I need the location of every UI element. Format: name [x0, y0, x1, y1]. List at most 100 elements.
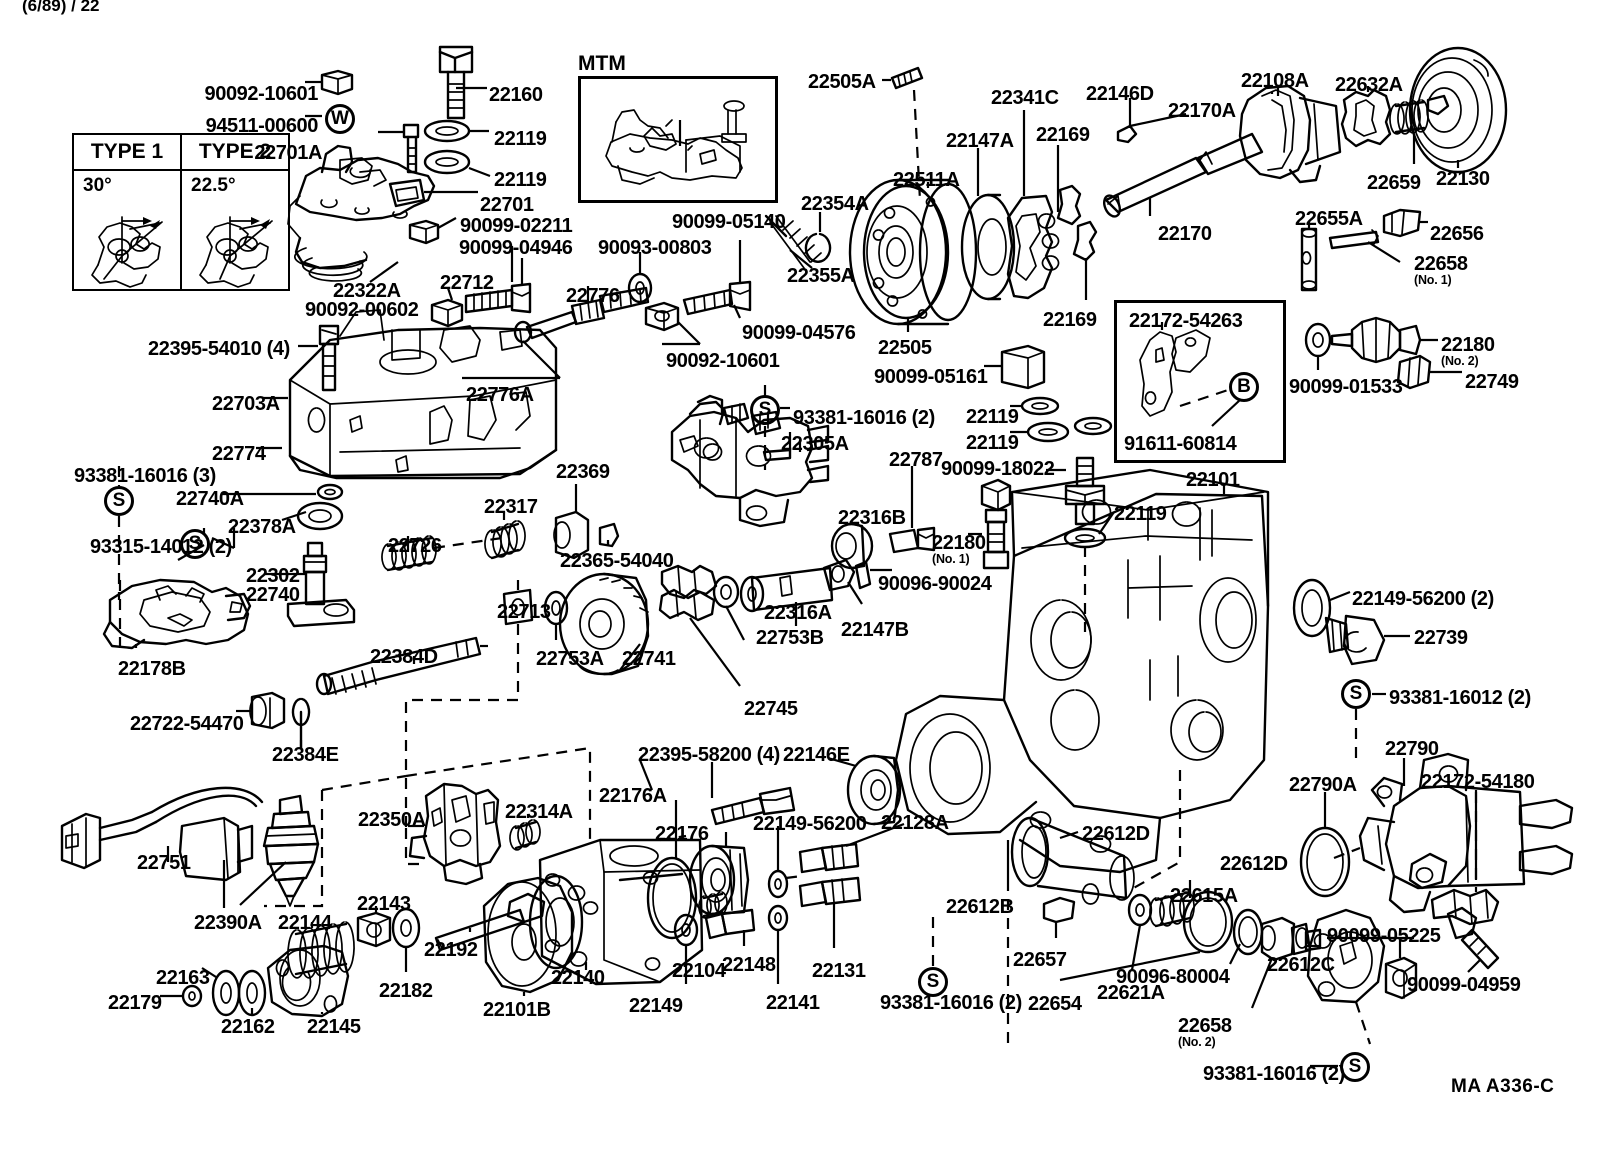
- part-callout-22172-54180[interactable]: 22172-54180: [1421, 772, 1535, 792]
- part-callout-22355a[interactable]: 22355A: [787, 266, 855, 286]
- part-callout-22302[interactable]: 22302: [246, 566, 300, 586]
- part-callout-22162[interactable]: 22162: [221, 1017, 275, 1037]
- part-callout-22726[interactable]: 22726: [388, 536, 442, 556]
- part-callout-22146e[interactable]: 22146E: [783, 745, 850, 765]
- part-callout-22751[interactable]: 22751: [137, 853, 191, 873]
- part-callout-22119[interactable]: 22119: [494, 170, 547, 190]
- part-callout-90092-10601[interactable]: 90092-10601: [205, 84, 319, 104]
- part-callout-22141[interactable]: 22141: [766, 993, 820, 1013]
- part-callout-22148[interactable]: 22148: [722, 955, 776, 975]
- part-callout-22169[interactable]: 22169: [1036, 125, 1090, 145]
- part-callout-22160[interactable]: 22160: [489, 85, 543, 105]
- part-callout-22395-54010-4-[interactable]: 22395-54010 (4): [148, 339, 290, 359]
- part-callout-22741[interactable]: 22741: [622, 649, 676, 669]
- part-callout-90096-90024[interactable]: 90096-90024: [878, 574, 992, 594]
- part-callout-22505[interactable]: 22505: [878, 338, 932, 358]
- part-callout-22192[interactable]: 22192: [424, 940, 478, 960]
- part-callout-22149-56200-2-[interactable]: 22149-56200 (2): [1352, 589, 1494, 609]
- part-callout-90092-00602[interactable]: 90092-00602: [305, 300, 419, 320]
- part-callout-22612d[interactable]: 22612D: [1082, 824, 1150, 844]
- part-callout-90099-02211[interactable]: 90099-02211: [460, 216, 573, 236]
- part-callout-22703a[interactable]: 22703A: [212, 394, 280, 414]
- part-callout-22130[interactable]: 22130: [1436, 169, 1490, 189]
- part-callout-22774[interactable]: 22774: [212, 444, 266, 464]
- part-callout-22776[interactable]: 22776: [566, 286, 620, 306]
- part-callout-22180[interactable]: 22180(No. 1): [932, 533, 986, 566]
- part-callout-22384d[interactable]: 22384D: [370, 647, 438, 667]
- part-callout-93381-16012-2-[interactable]: 93381-16012 (2): [1389, 688, 1531, 708]
- part-callout-22615a[interactable]: 22615A: [1170, 886, 1238, 906]
- part-callout-22180[interactable]: 22180(No. 2): [1441, 335, 1495, 368]
- part-callout-22655a[interactable]: 22655A: [1295, 209, 1363, 229]
- part-callout-22176[interactable]: 22176: [655, 824, 709, 844]
- part-callout-93381-16016-2-[interactable]: 93381-16016 (2): [793, 408, 935, 428]
- part-callout-93381-16016-2-[interactable]: 93381-16016 (2): [880, 993, 1022, 1013]
- part-callout-22176a[interactable]: 22176A: [599, 786, 667, 806]
- part-callout-22145[interactable]: 22145: [307, 1017, 361, 1037]
- part-callout-22657[interactable]: 22657: [1013, 950, 1067, 970]
- part-callout-22140[interactable]: 22140: [551, 968, 605, 988]
- part-callout-22701[interactable]: 22701: [480, 195, 534, 215]
- part-callout-22147a[interactable]: 22147A: [946, 131, 1014, 151]
- part-callout-22365-54040[interactable]: 22365-54040: [560, 551, 674, 571]
- part-callout-93381-16016-2-[interactable]: 93381-16016 (2): [1203, 1064, 1345, 1084]
- part-callout-22511a[interactable]: 22511A: [893, 170, 960, 190]
- part-callout-22119[interactable]: 22119: [1114, 504, 1167, 524]
- part-callout-22745[interactable]: 22745: [744, 699, 798, 719]
- part-callout-22143[interactable]: 22143: [357, 894, 411, 914]
- part-callout-22354a[interactable]: 22354A: [801, 194, 869, 214]
- part-callout-22316a[interactable]: 22316A: [764, 603, 832, 623]
- part-callout-90099-18022[interactable]: 90099-18022: [941, 459, 1055, 479]
- part-callout-22149-56200[interactable]: 22149-56200: [753, 814, 867, 834]
- part-callout-22101b[interactable]: 22101B: [483, 1000, 551, 1020]
- part-callout-90099-04946[interactable]: 90099-04946: [459, 238, 573, 258]
- part-callout-22701a[interactable]: 22701A: [254, 143, 322, 163]
- part-callout-22390a[interactable]: 22390A: [194, 913, 262, 933]
- part-callout-22659[interactable]: 22659: [1367, 173, 1421, 193]
- part-callout-22790[interactable]: 22790: [1385, 739, 1439, 759]
- part-callout-22316b[interactable]: 22316B: [838, 508, 906, 528]
- part-callout-22713[interactable]: 22713: [497, 602, 551, 622]
- part-callout-22787[interactable]: 22787: [889, 450, 943, 470]
- part-callout-22753a[interactable]: 22753A: [536, 649, 604, 669]
- part-callout-90099-05161[interactable]: 90099-05161: [874, 367, 988, 387]
- part-callout-22740[interactable]: 22740: [246, 585, 300, 605]
- s-marker-icon[interactable]: S: [1340, 1052, 1370, 1082]
- s-marker-icon[interactable]: S: [104, 486, 134, 516]
- part-callout-22119[interactable]: 22119: [966, 407, 1019, 427]
- part-callout-22739[interactable]: 22739: [1414, 628, 1468, 648]
- part-callout-22722-54470[interactable]: 22722-54470: [130, 714, 244, 734]
- part-callout-94511-00600[interactable]: 94511-00600: [206, 116, 319, 136]
- part-callout-22658[interactable]: 22658(No. 2): [1178, 1016, 1232, 1049]
- part-callout-22505a[interactable]: 22505A: [808, 72, 876, 92]
- part-callout-90099-05140[interactable]: 90099-05140: [672, 212, 786, 232]
- part-callout-22314a[interactable]: 22314A: [505, 802, 573, 822]
- w-marker-icon[interactable]: W: [325, 104, 355, 134]
- part-callout-22654[interactable]: 22654: [1028, 994, 1082, 1014]
- part-callout-22119[interactable]: 22119: [966, 433, 1019, 453]
- part-callout-90096-80004[interactable]: 90096-80004: [1116, 967, 1230, 987]
- part-callout-22147b[interactable]: 22147B: [841, 620, 909, 640]
- part-callout-22163[interactable]: 22163: [156, 968, 210, 988]
- part-callout-22178b[interactable]: 22178B: [118, 659, 186, 679]
- part-callout-22128a[interactable]: 22128A: [881, 813, 949, 833]
- part-callout-22170[interactable]: 22170: [1158, 224, 1212, 244]
- part-callout-90092-10601[interactable]: 90092-10601: [666, 351, 780, 371]
- part-callout-93381-16016-3-[interactable]: 93381-16016 (3): [74, 466, 216, 486]
- part-callout-22305a[interactable]: 22305A: [781, 434, 849, 454]
- s-marker-icon[interactable]: S: [918, 967, 948, 997]
- part-callout-22317[interactable]: 22317: [484, 497, 538, 517]
- part-callout-22131[interactable]: 22131: [812, 961, 866, 981]
- part-callout-22172-54263[interactable]: 22172-54263: [1129, 311, 1243, 331]
- part-callout-22182[interactable]: 22182: [379, 981, 433, 1001]
- part-callout-22369[interactable]: 22369: [556, 462, 610, 482]
- part-callout-22378a[interactable]: 22378A: [228, 517, 296, 537]
- part-callout-22104[interactable]: 22104: [672, 961, 726, 981]
- part-callout-22384e[interactable]: 22384E: [272, 745, 339, 765]
- part-callout-22341c[interactable]: 22341C: [991, 88, 1059, 108]
- part-callout-22119[interactable]: 22119: [494, 129, 547, 149]
- part-callout-22790a[interactable]: 22790A: [1289, 775, 1357, 795]
- part-callout-22101[interactable]: 22101: [1186, 470, 1240, 490]
- part-callout-22632a[interactable]: 22632A: [1335, 75, 1403, 95]
- part-callout-90099-04959[interactable]: 90099-04959: [1407, 975, 1521, 995]
